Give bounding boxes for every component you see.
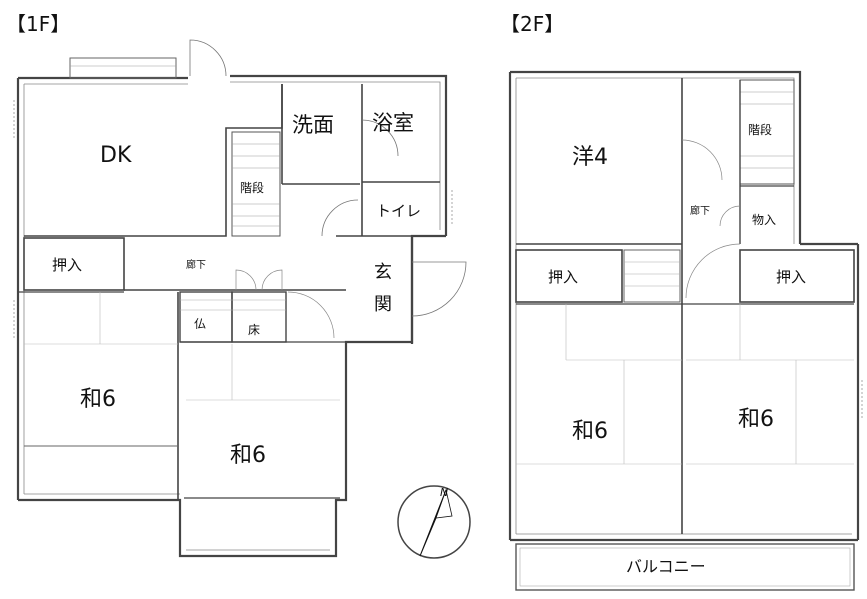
- oshiire-2f-left: [515, 249, 623, 303]
- top-window: [69, 57, 177, 79]
- room-oshiire-1f: 押入: [52, 256, 82, 274]
- stair-1f: [231, 131, 281, 237]
- room-wa6-2f-right: 和6: [738, 407, 774, 432]
- room-oshiire-2f-left: 押入: [548, 268, 578, 286]
- room-senmen: 洗面: [292, 113, 334, 137]
- room-you4: 洋4: [572, 145, 608, 170]
- room-monoire: 物入: [752, 213, 776, 227]
- room-balcony: バルコニー: [626, 557, 706, 576]
- room-wa6-1f-left: 和6: [80, 387, 116, 412]
- floor-2-walls: [508, 70, 860, 542]
- room-rouka-2f: 廊下: [690, 204, 710, 217]
- door-arc-top: [189, 39, 227, 77]
- room-oshiire-2f-right: 押入: [776, 268, 806, 286]
- room-wa6-2f-left: 和6: [572, 419, 608, 444]
- tatami-lines-2f: [516, 304, 854, 465]
- floor-2-plan: [508, 70, 863, 591]
- room-rouka-1f: 廊下: [186, 258, 206, 271]
- compass-north-label: N: [440, 486, 448, 499]
- oshiire-2f-right: [739, 249, 855, 303]
- room-kaidan-1f: 階段: [240, 180, 264, 195]
- room-butsu: 仏: [194, 317, 206, 331]
- compass: [397, 485, 471, 559]
- compass-ring: [397, 485, 471, 559]
- room-toilet: トイレ: [376, 202, 421, 220]
- room-toko: 床: [248, 323, 260, 337]
- tatami-lines-1f: [24, 292, 340, 401]
- room-genkan-2: 関: [374, 294, 392, 315]
- room-kaidan-2f: 階段: [748, 122, 772, 137]
- room-yokushitsu: 浴室: [372, 111, 414, 135]
- room-wa6-1f-right: 和6: [230, 443, 266, 468]
- balcony: [515, 543, 855, 591]
- room-dk: DK: [100, 143, 132, 168]
- room-genkan-1: 玄: [374, 262, 392, 283]
- oshiire-1f: [23, 237, 125, 291]
- floor-1-label: 【1F】: [6, 12, 71, 36]
- floor-1-plan: [13, 39, 467, 558]
- floor-2-label: 【2F】: [500, 12, 565, 36]
